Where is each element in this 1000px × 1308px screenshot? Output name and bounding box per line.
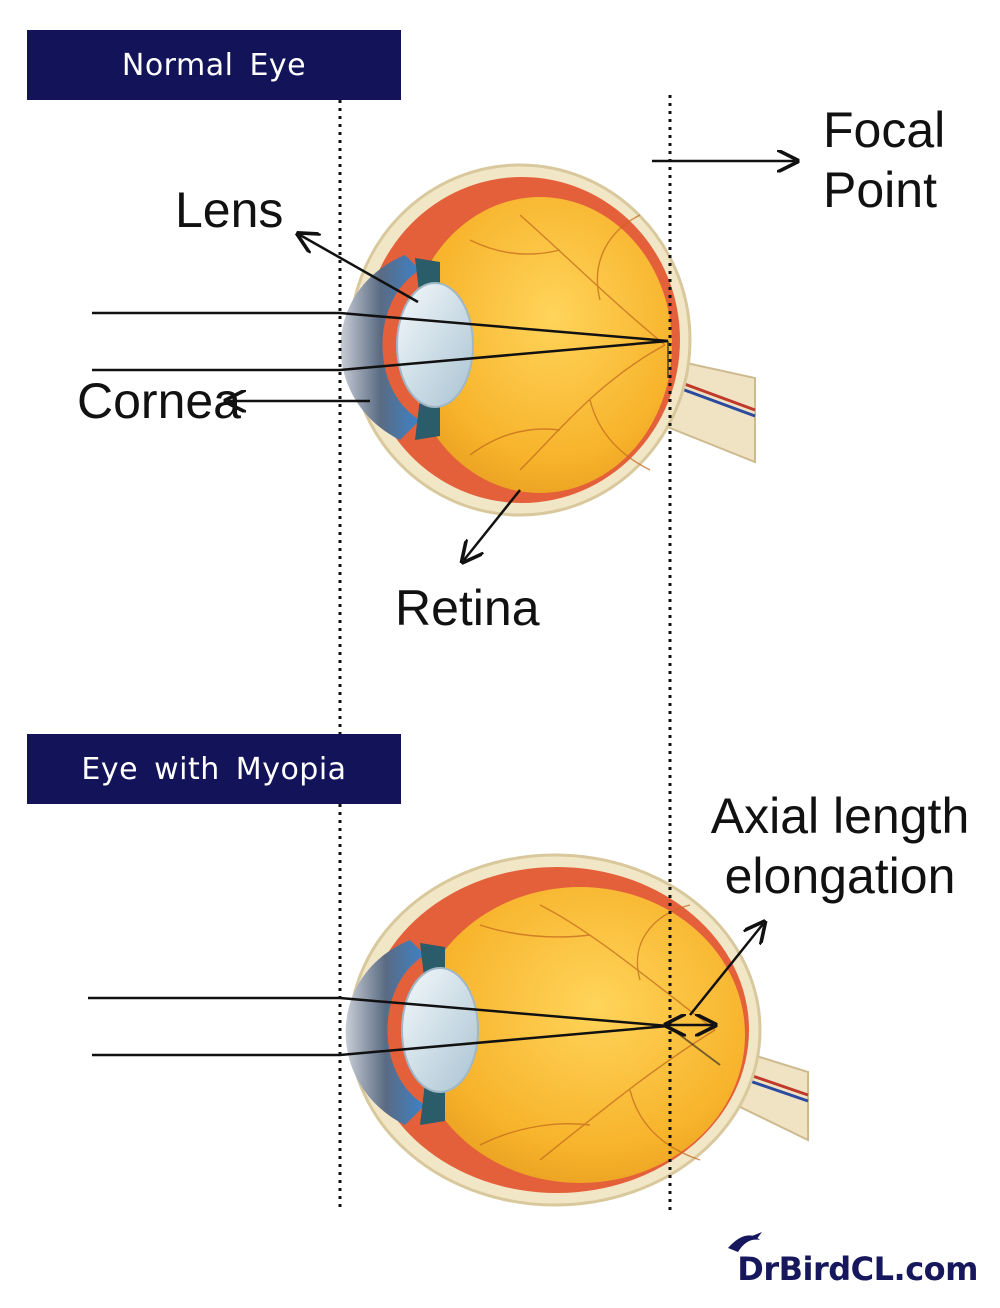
bird-logo-icon [728, 1232, 762, 1252]
axial-label-arrow [689, 924, 763, 1016]
normal-cornea [340, 255, 420, 440]
axial-length-label: Axial length elongation [700, 786, 980, 906]
normal-vitreous [408, 197, 672, 493]
myopic-lens [401, 967, 479, 1093]
normal-lens [396, 282, 474, 408]
retina-arrow [464, 489, 521, 560]
normal-eye-banner: Normal Eye [27, 30, 401, 100]
myopic-cornea [345, 940, 425, 1125]
focal-point-label-line2: Point [823, 162, 937, 218]
lens-label: Lens [175, 182, 284, 238]
lens-arrow [300, 235, 419, 304]
cornea-label: Cornea [77, 373, 241, 429]
brand-logo: DrBirdCL.com [737, 1250, 978, 1288]
myopia-eye-banner: Eye with Myopia [27, 734, 401, 804]
myopic-eye-illustration [88, 853, 809, 1207]
axial-length-label-line1: Axial length [710, 788, 970, 844]
focal-point-label: Focal Point [823, 100, 945, 220]
retina-label: Retina [395, 580, 540, 636]
normal-blood-vessels [469, 214, 666, 471]
focal-point-label-line1: Focal [823, 102, 946, 158]
normal-eye-illustration [92, 163, 756, 517]
axial-length-label-line2: elongation [724, 848, 956, 904]
